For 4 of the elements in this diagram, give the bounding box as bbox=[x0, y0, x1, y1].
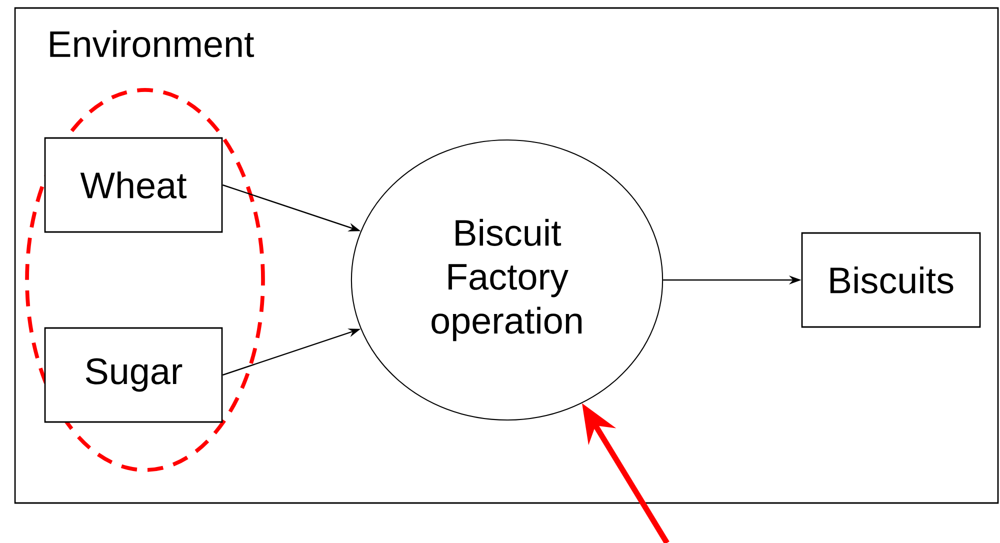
output-box: Biscuits bbox=[801, 232, 981, 328]
input-box: Wheat bbox=[44, 137, 223, 233]
input-box: Sugar bbox=[44, 327, 223, 423]
dashed-ellipse bbox=[25, 88, 265, 472]
